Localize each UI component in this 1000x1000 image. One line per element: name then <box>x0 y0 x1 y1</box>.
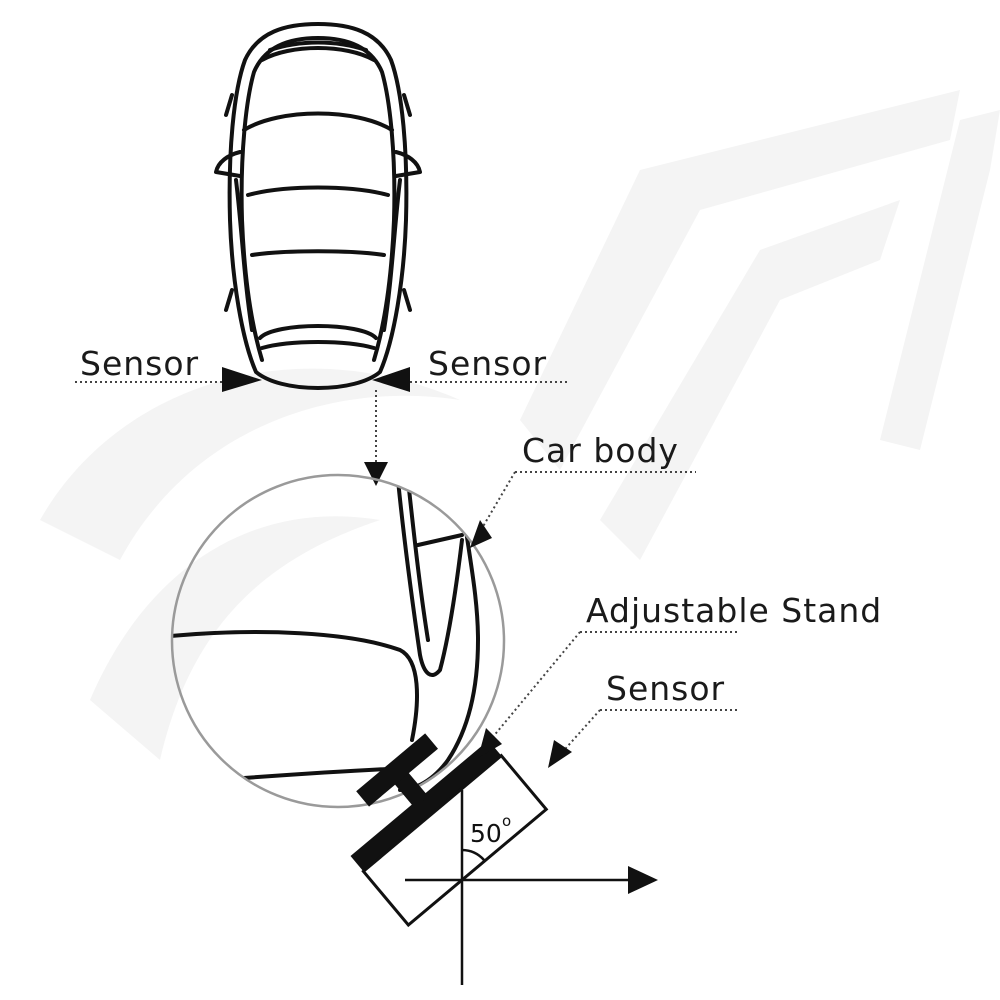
adjustable-stand-label: Adjustable Stand <box>586 591 882 630</box>
car-body-leader <box>477 471 516 536</box>
right-mirror <box>394 150 422 178</box>
sensor-detail-label: Sensor <box>606 669 725 708</box>
right-sensor-arrow-icon <box>372 367 410 392</box>
car-body-arrow-icon <box>470 520 492 548</box>
left-mirror <box>214 150 242 178</box>
angle-indicator: 50 o <box>461 812 511 861</box>
angle-degree-mark: o <box>502 812 511 830</box>
adjustable-stand-leader <box>491 631 581 739</box>
brand-logo-watermark <box>40 90 1000 760</box>
stand-top-bar <box>356 733 438 807</box>
sensor-right-label: Sensor <box>428 344 547 383</box>
sensor-detail-arrow-icon <box>548 740 572 768</box>
car-top-view <box>214 22 422 390</box>
magnified-detail <box>170 473 506 809</box>
magnifier-circle <box>170 473 506 809</box>
car-sensor-markers <box>222 367 410 392</box>
left-sensor-arrow-icon <box>222 367 262 392</box>
sensor-detail-leader <box>565 709 601 749</box>
stand-base-plate <box>350 740 502 872</box>
stand-stem <box>392 770 429 808</box>
zoom-arrow-icon <box>364 462 388 486</box>
x-axis-arrow-icon <box>628 866 658 894</box>
adjustable-stand-arrow-icon <box>478 728 502 758</box>
reference-axes <box>405 790 630 985</box>
sensor-housing <box>361 753 549 928</box>
sensor-left-label: Sensor <box>80 344 199 383</box>
sensor-mount-assembly <box>350 733 549 928</box>
car-body-label: Car body <box>522 431 679 470</box>
car-body-outline <box>227 22 409 390</box>
angle-value: 50 <box>470 819 502 848</box>
